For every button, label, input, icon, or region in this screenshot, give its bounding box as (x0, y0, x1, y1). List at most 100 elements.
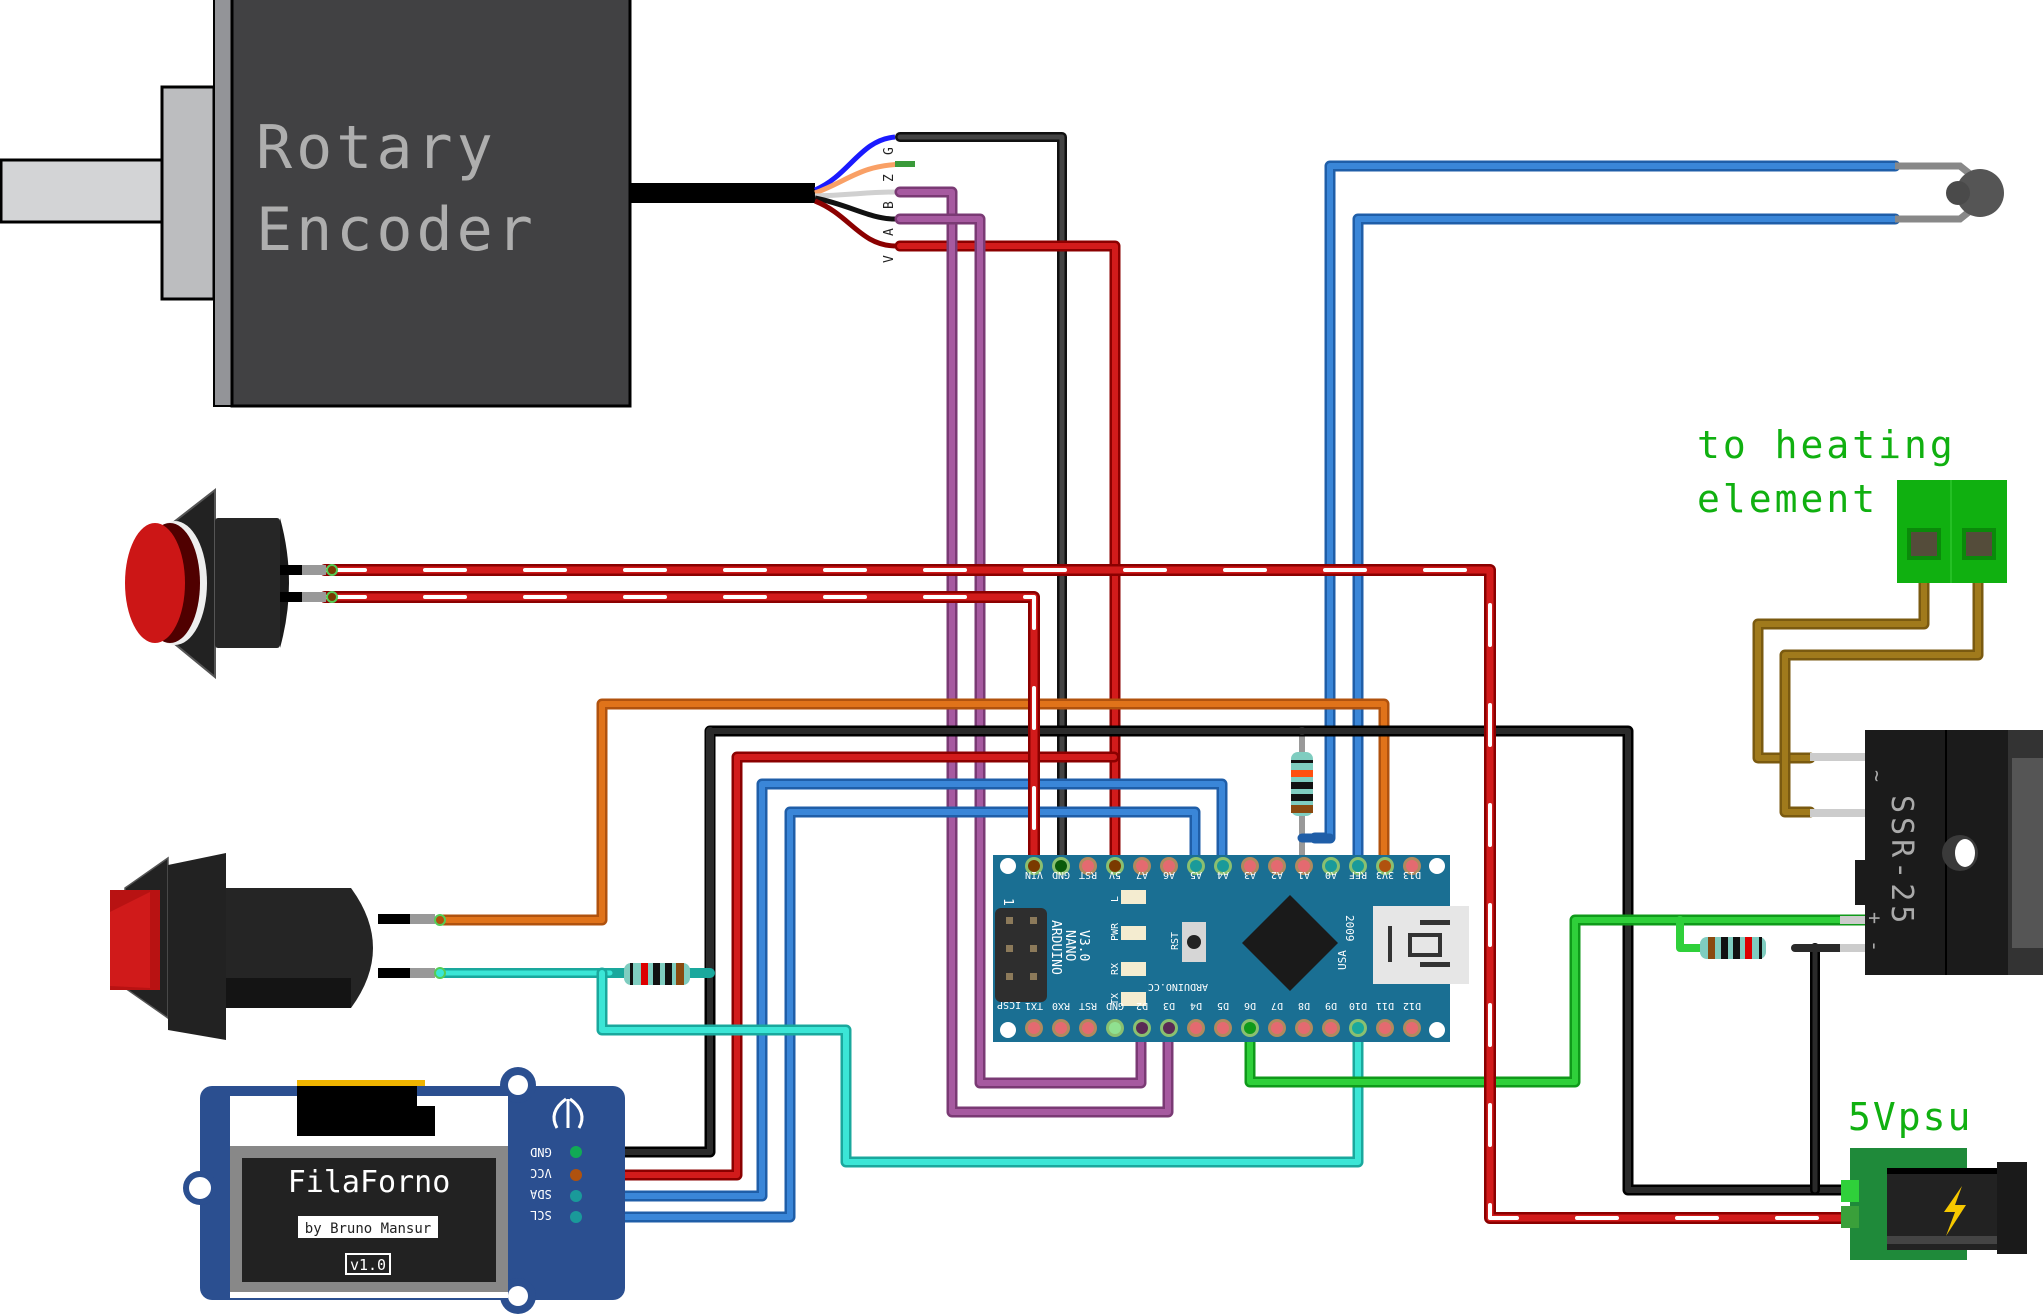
nano-pin-label: GND (1106, 1000, 1124, 1011)
push-button-1[interactable] (125, 487, 338, 680)
thermistor (1895, 162, 2004, 223)
nano-pin-hole (1136, 860, 1148, 872)
encoder-wire-label-g: G (882, 147, 897, 155)
nano-name-line2: NANO (1062, 930, 1077, 961)
encoder-label-line2: Encoder (256, 195, 537, 265)
ssr-minus-label: - (1863, 940, 1887, 952)
encoder-cable (630, 183, 815, 203)
nano-pin-label: D13 (1403, 869, 1421, 880)
nano-pin-label: A5 (1190, 869, 1202, 880)
nano-pin-label: VIN (1025, 869, 1043, 880)
nano-pin-label: RST (1079, 1000, 1097, 1011)
ssr-plus-label: + (1863, 912, 1887, 924)
nano-pin-hole (1082, 860, 1094, 872)
encoder-wire-label-z: Z (882, 174, 897, 182)
nano-pin-hole (1163, 860, 1175, 872)
nano-pin-hole (1271, 860, 1283, 872)
nano-pin-label: D3 (1163, 1000, 1175, 1011)
power-jack-5v: 5Vpsu (1841, 1095, 2027, 1260)
nano-pin-label: 3V3 (1376, 869, 1394, 880)
nano-pin-label: RST (1079, 869, 1097, 880)
nano-pin-hole (1190, 860, 1202, 872)
heater-terminal-block[interactable]: to heating element (1697, 423, 2007, 583)
nano-pin-label: D10 (1349, 1000, 1367, 1011)
solid-state-relay: SSR-25 ~ + - (1810, 730, 2043, 975)
push-button-2[interactable] (110, 853, 446, 1040)
nano-pin-hole (1244, 860, 1256, 872)
nano-pin-hole (1055, 860, 1067, 872)
nano-pin-label: TX1 (1025, 1000, 1043, 1011)
push-button-2-cap[interactable] (110, 892, 150, 988)
encoder-body (230, 0, 632, 408)
nano-name-line1: ARDUINO (1048, 920, 1063, 975)
encoder-label-line1: Rotary (256, 113, 497, 183)
nano-pin-label: GND (1052, 869, 1070, 880)
encoder-wire-label-a: A (882, 228, 897, 236)
nano-pin-hole (1406, 1022, 1418, 1034)
ssr-ac-label: ~ (1865, 770, 1889, 782)
led-label-l: L (1110, 896, 1121, 902)
nano-pin-label: REF (1349, 869, 1367, 880)
nano-rst-label: RST (1170, 932, 1181, 950)
nano-pin-label: RX0 (1052, 1000, 1070, 1011)
nano-pin-label: A4 (1217, 869, 1229, 880)
nano-pin-label: D8 (1298, 1000, 1310, 1011)
arduino-nano: 1 ICSP ARDUINO NANO V3.0 L PWR RX TX RST… (993, 855, 1469, 1042)
grove-logo-icon (552, 1097, 584, 1129)
push-button-1-cap[interactable] (125, 523, 185, 643)
nano-pin-hole (1352, 860, 1364, 872)
wires (319, 132, 1984, 1224)
nano-pin-hole (1298, 860, 1310, 872)
nano-pin-label: A2 (1271, 869, 1283, 880)
rotary-encoder: Rotary Encoder G Z B A V (0, 0, 915, 408)
nano-pin-label: D5 (1217, 1000, 1229, 1011)
nano-pin-label: D4 (1190, 1000, 1202, 1011)
oled-subtitle: by Bruno Mansur (305, 1221, 431, 1237)
nano-pin-hole (1406, 860, 1418, 872)
nano-pin-label: A6 (1163, 869, 1175, 880)
encoder-wire-g (813, 134, 896, 193)
nano-pin-hole (1109, 1022, 1121, 1034)
encoder-rim (213, 0, 233, 407)
heater-label-line2: element (1697, 477, 1878, 521)
nano-pin-hole (1217, 860, 1229, 872)
encoder-pin-z-stub (895, 161, 915, 167)
nano-pin-hole (1028, 860, 1040, 872)
encoder-wire-label-v: V (882, 255, 897, 263)
nano-pin-hole (1082, 1022, 1094, 1034)
nano-pin-hole (1325, 860, 1337, 872)
nano-pin-label: 5V (1109, 869, 1121, 880)
led-label-pwr: PWR (1110, 922, 1121, 941)
nano-pin-label: D2 (1136, 1000, 1148, 1011)
nano-pin-label: A1 (1298, 869, 1310, 880)
led-label-tx: TX (1110, 993, 1121, 1005)
nano-site-label: ARDUINO.CC (1148, 981, 1208, 992)
nano-usb-connector (1373, 906, 1469, 984)
nano-pin-hole (1028, 1022, 1040, 1034)
psu-label: 5Vpsu (1848, 1095, 1972, 1139)
encoder-wire-label-b: B (882, 201, 897, 209)
nano-pin1-label: 1 (1000, 898, 1015, 906)
nano-pin-hole (1379, 1022, 1391, 1034)
lightning-bolt-icon (1944, 1186, 1966, 1236)
wire-encoder-5v[interactable] (894, 240, 1121, 872)
nano-pin-label: A7 (1136, 869, 1148, 880)
nano-country: USA (1336, 950, 1349, 970)
nano-pin-hole (1217, 1022, 1229, 1034)
nano-pin-label: A0 (1325, 869, 1337, 880)
nano-pin-hole (1190, 1022, 1202, 1034)
nano-pin-hole (1163, 1022, 1175, 1034)
nano-pin-hole (1271, 1022, 1283, 1034)
nano-pin-hole (1136, 1022, 1148, 1034)
nano-pin-hole (1379, 860, 1391, 872)
nano-leds: L PWR RX TX (1110, 890, 1146, 1006)
oled-title: FilaForno (288, 1165, 451, 1200)
encoder-flange (160, 85, 216, 301)
encoder-shaft (0, 158, 165, 224)
oled-pin-scl: SCL (530, 1208, 552, 1222)
oled-pin-gnd: GND (530, 1145, 552, 1159)
nano-pin-hole (1244, 1022, 1256, 1034)
encoder-wire-a (814, 195, 896, 222)
